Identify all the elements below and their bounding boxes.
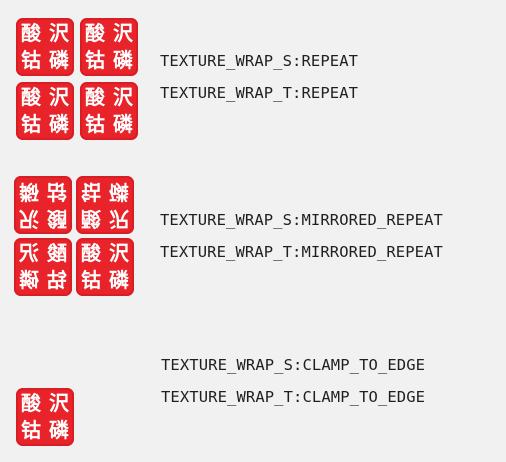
seal-character: 钴 <box>47 180 67 204</box>
seal-character: 磷 <box>49 418 69 442</box>
wrap-t-label: TEXTURE_WRAP_T:MIRRORED_REPEAT <box>160 243 443 261</box>
repeat-texture-preview: 酸沢钴磷 酸沢钴磷 酸沢钴磷 酸沢钴磷 <box>16 18 140 140</box>
seal-character: 磷 <box>49 48 69 72</box>
seal-character: 钴 <box>81 180 101 204</box>
seal-character: 钴 <box>85 48 105 72</box>
seal-character: 酸 <box>81 207 102 231</box>
seal-character: 沢 <box>113 21 134 45</box>
seal-character: 钴 <box>81 268 101 292</box>
wrap-s-label: TEXTURE_WRAP_S:MIRRORED_REPEAT <box>160 211 443 229</box>
seal-character: 磷 <box>19 180 39 204</box>
seal-character: 沢 <box>109 241 130 265</box>
seal-character: 磷 <box>19 268 39 292</box>
seal-character: 沢 <box>18 241 39 265</box>
seal-character: 磷 <box>113 48 133 72</box>
seal-character: 酸 <box>85 21 106 45</box>
wrap-s-label: TEXTURE_WRAP_S:CLAMP_TO_EDGE <box>161 356 426 374</box>
seal-character: 酸 <box>21 21 42 45</box>
seal-character: 沢 <box>49 21 70 45</box>
seal-character: 钴 <box>21 48 41 72</box>
seal-character: 钴 <box>21 418 41 442</box>
seal-character: 沢 <box>49 391 70 415</box>
seal-character: 酸 <box>46 207 67 231</box>
seal-tile: 酸沢钴磷 <box>80 82 138 140</box>
seal-tile: 酸沢钴磷 <box>16 82 74 140</box>
seal-character: 沢 <box>113 85 134 109</box>
seal-character: 酸 <box>85 85 106 109</box>
seal-character: 酸 <box>21 85 42 109</box>
seal-character: 磷 <box>113 112 133 136</box>
seal-character: 酸 <box>81 241 102 265</box>
seal-character: 沢 <box>49 85 70 109</box>
seal-tile: 酸沢钴磷 <box>76 176 134 234</box>
seal-tile: 酸沢钴磷 <box>80 18 138 76</box>
seal-character: 沢 <box>18 207 39 231</box>
seal-tile: 酸沢钴磷 <box>76 238 134 296</box>
seal-character: 钴 <box>21 112 41 136</box>
wrap-t-label: TEXTURE_WRAP_T:CLAMP_TO_EDGE <box>161 388 426 406</box>
wrap-t-label: TEXTURE_WRAP_T:REPEAT <box>160 84 359 102</box>
seal-character: 酸 <box>21 391 42 415</box>
seal-character: 磷 <box>109 180 129 204</box>
seal-tile: 酸沢钴磷 <box>14 176 72 234</box>
seal-tile: 酸沢钴磷 <box>14 238 72 296</box>
seal-character: 酸 <box>46 241 67 265</box>
clamp-to-edge-texture-preview: 酸沢钴磷 <box>16 388 76 448</box>
seal-tile: 酸沢钴磷 <box>16 18 74 76</box>
wrap-s-label: TEXTURE_WRAP_S:REPEAT <box>160 52 359 70</box>
seal-character: 沢 <box>109 207 130 231</box>
mirrored-repeat-texture-preview: 酸沢钴磷 酸沢钴磷 酸沢钴磷 酸沢钴磷 <box>14 176 138 298</box>
seal-tile: 酸沢钴磷 <box>16 388 74 446</box>
seal-character: 磷 <box>109 268 129 292</box>
seal-character: 磷 <box>49 112 69 136</box>
seal-character: 钴 <box>85 112 105 136</box>
seal-character: 钴 <box>47 268 67 292</box>
